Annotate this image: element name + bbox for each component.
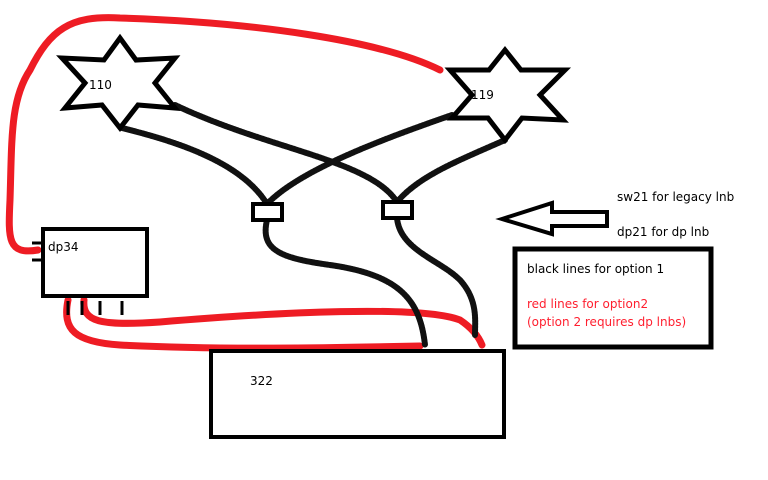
device-322-label: 322 [250, 374, 273, 388]
star-110-label: 110 [89, 78, 112, 92]
switch-left[interactable] [251, 202, 284, 222]
annotation-sw21: sw21 for legacy lnb [617, 190, 735, 204]
black-line-119-to-switch-left [264, 112, 455, 207]
legend-box [512, 246, 714, 350]
annotation-dp21: dp21 for dp lnb [617, 225, 710, 239]
device-dp34[interactable] [41, 227, 149, 298]
dp34-ports [32, 241, 124, 315]
switch-right[interactable] [381, 200, 414, 220]
red-line-dp34-to-322-b [80, 296, 486, 349]
dp34-label: dp34 [48, 240, 79, 254]
arrow-left-icon [495, 200, 609, 237]
black-line-110-to-switch-right [172, 102, 400, 205]
legend-black: black lines for option 1 [527, 262, 665, 276]
lnb-star-119[interactable] [444, 45, 572, 145]
lnb-star-110[interactable] [56, 33, 181, 133]
red-line-dp34-to-119 [5, 14, 444, 255]
legend-red-2: (option 2 requires dp lnbs) [527, 315, 687, 329]
black-line-switch-right-to-322 [394, 215, 479, 338]
red-line-dp34-to-322-a [63, 296, 424, 352]
star-119-label: 119 [471, 88, 494, 102]
black-line-110-to-switch-left [119, 125, 270, 207]
black-line-switch-left-to-322 [262, 217, 428, 348]
black-line-119-to-switch-right [394, 137, 508, 205]
legend-red-1: red lines for option2 [527, 297, 649, 311]
device-322[interactable] [209, 349, 506, 439]
